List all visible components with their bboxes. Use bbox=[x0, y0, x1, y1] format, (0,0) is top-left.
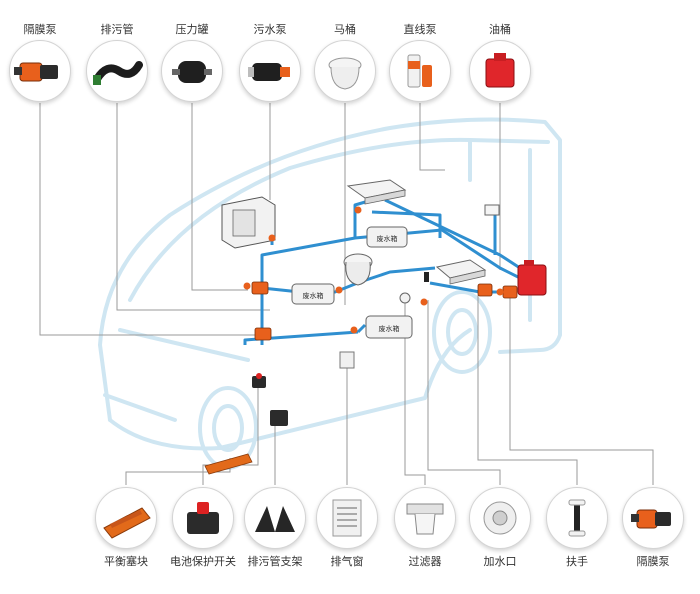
bottom-label-hose-support: 排污管支架 bbox=[247, 555, 303, 568]
water-inlet-icon bbox=[469, 487, 531, 549]
top-label-diaphragm-pump: 隔膜泵 bbox=[23, 23, 57, 36]
top-label-toilet: 马桶 bbox=[334, 23, 356, 36]
bottom-label-diaphragm-pump: 隔膜泵 bbox=[636, 555, 670, 568]
leveling-block-icon bbox=[95, 487, 157, 549]
hose-support-icon bbox=[244, 487, 306, 549]
top-label-pressure-tank: 压力罐 bbox=[175, 23, 209, 36]
fuel-can-in-diagram bbox=[517, 260, 547, 296]
pressure-tank-icon bbox=[161, 40, 223, 102]
bottom-label-battery-switch: 电池保护开关 bbox=[170, 555, 236, 568]
pipe-tank-link bbox=[356, 323, 367, 334]
fresh-tank-label: 废水箱 bbox=[303, 291, 324, 300]
pipe-shower-run bbox=[384, 198, 521, 270]
pipe-upper-cross bbox=[371, 210, 442, 238]
toilet-fixture bbox=[343, 253, 373, 286]
grey-water-tank: 废水箱 bbox=[366, 226, 408, 248]
leader-bottom-8 bbox=[509, 295, 654, 485]
fuel-can-icon bbox=[469, 40, 531, 102]
waste-water-tank: 废水箱 bbox=[365, 315, 413, 339]
bottom-label-vent-window: 排气窗 bbox=[330, 555, 364, 568]
pipe-fittings bbox=[243, 206, 504, 334]
grab-handle-icon bbox=[546, 487, 608, 549]
vent-in-diagram bbox=[339, 351, 355, 369]
fresh-water-tank: 废水箱 bbox=[291, 283, 335, 305]
waste-tank-label: 废水箱 bbox=[379, 324, 400, 333]
bottom-label-water-inlet: 加水口 bbox=[483, 555, 517, 568]
leader-bottom-5 bbox=[404, 300, 426, 485]
strainer-filter-icon bbox=[394, 487, 456, 549]
shower-fixture bbox=[484, 204, 500, 216]
vent-window-icon bbox=[316, 487, 378, 549]
leader-bottom-7 bbox=[477, 295, 578, 485]
bottom-label-grab-handle: 扶手 bbox=[566, 555, 588, 568]
diaphragm-pump-icon bbox=[622, 487, 684, 549]
leader-top-6 bbox=[419, 103, 445, 171]
leader-top-1 bbox=[39, 103, 255, 336]
battery-switch-icon bbox=[172, 487, 234, 549]
water-heater bbox=[221, 196, 276, 249]
leader-top-2 bbox=[116, 103, 270, 311]
rear-wheel bbox=[432, 290, 492, 374]
sewage-hose-icon bbox=[86, 40, 148, 102]
top-label-fuel-can: 油桶 bbox=[489, 23, 511, 36]
bathroom-sink bbox=[435, 259, 487, 285]
inlet-in-diagram bbox=[424, 272, 429, 282]
top-label-inline-pump: 直线泵 bbox=[403, 23, 437, 36]
pipe-rear-run bbox=[429, 281, 508, 294]
kitchen-sink bbox=[346, 179, 407, 205]
wastewater-pump-icon bbox=[239, 40, 301, 102]
pipe-main-run bbox=[243, 330, 359, 345]
inline-pump-icon bbox=[389, 40, 451, 102]
top-label-sewage-hose: 排污管 bbox=[100, 23, 134, 36]
bottom-label-leveling-block: 平衡塞块 bbox=[104, 555, 148, 568]
top-label-wastewater-pump: 污水泵 bbox=[253, 23, 287, 36]
leader-bottom-6 bbox=[427, 300, 501, 485]
diaphragm-pump-icon bbox=[9, 40, 71, 102]
toilet-icon bbox=[314, 40, 376, 102]
leveling-block-in-diagram bbox=[204, 453, 253, 475]
hose-support-in-diagram bbox=[270, 410, 288, 426]
grey-tank-label: 废水箱 bbox=[377, 234, 398, 243]
battery-switch-in-diagram bbox=[252, 373, 266, 388]
leader-lines bbox=[39, 103, 654, 485]
filter-in-diagram bbox=[399, 292, 411, 304]
bottom-label-strainer-filter: 过滤器 bbox=[408, 555, 442, 568]
leader-top-3 bbox=[191, 103, 248, 291]
